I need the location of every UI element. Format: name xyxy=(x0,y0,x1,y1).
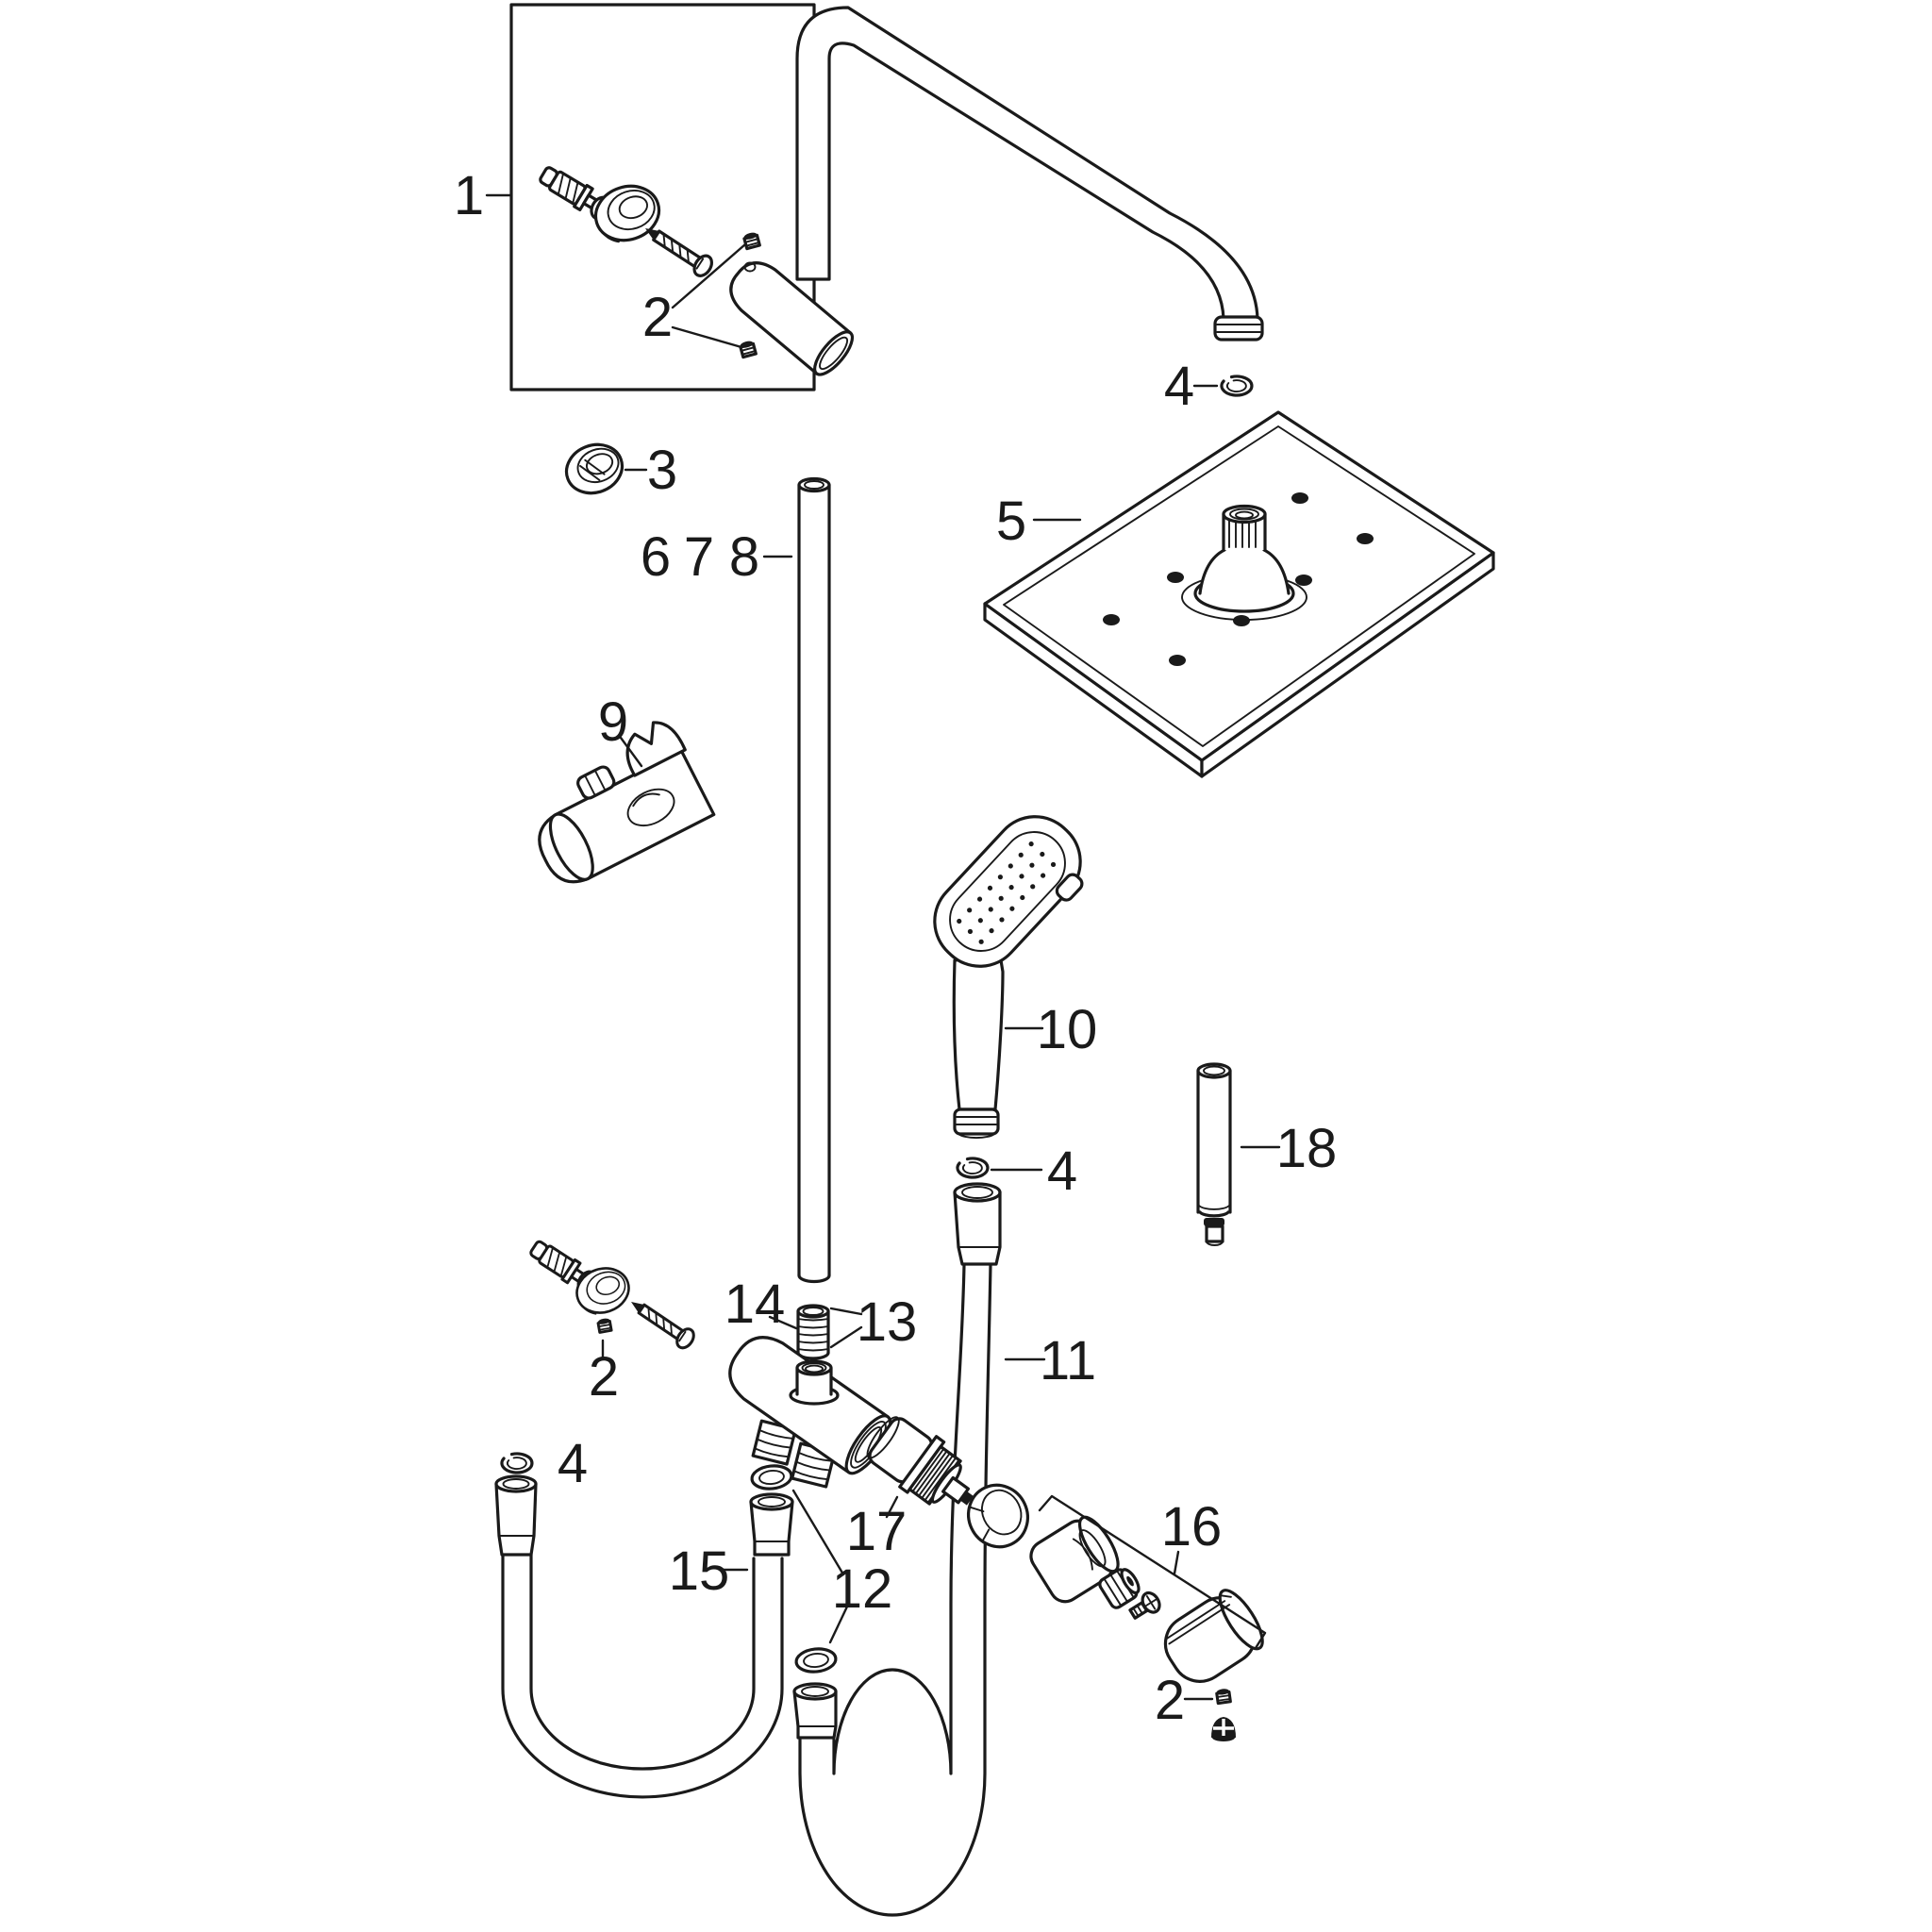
mounting-screw-bottom xyxy=(624,1291,699,1353)
hose15-gasket-4 xyxy=(500,1452,534,1474)
callout-16: 16 xyxy=(1161,1496,1223,1557)
plate-connector xyxy=(1222,504,1267,552)
callout-6: 6 xyxy=(641,526,671,588)
callout-18: 18 xyxy=(1276,1118,1338,1179)
callout-9: 9 xyxy=(598,691,628,753)
callout-13: 13 xyxy=(857,1291,918,1353)
hose-end-nut xyxy=(792,1682,838,1740)
leader-14 xyxy=(768,1315,798,1330)
leader-13 xyxy=(829,1307,863,1349)
arm-thread-end xyxy=(1213,315,1264,341)
handshower-head xyxy=(933,815,1084,968)
leader-12 xyxy=(791,1489,849,1644)
set-screw-bottom xyxy=(595,1316,613,1334)
handshower-handle xyxy=(952,953,1005,1140)
handle-screw xyxy=(1128,1591,1161,1620)
callout-4-hose15: 4 xyxy=(558,1433,588,1494)
select-button xyxy=(1055,873,1084,902)
callout-15: 15 xyxy=(669,1541,730,1602)
wall-bracket xyxy=(729,261,855,376)
callout-4-arm: 4 xyxy=(1164,356,1194,417)
leader-9 xyxy=(619,736,643,768)
callout-3: 3 xyxy=(647,440,677,501)
valve-gasket-upper-12 xyxy=(749,1462,794,1492)
callout-14: 14 xyxy=(724,1274,786,1335)
leader-2-top xyxy=(671,242,747,349)
callout-10: 10 xyxy=(1037,999,1098,1060)
callout-17: 17 xyxy=(846,1501,908,1562)
shower-arm xyxy=(795,6,1264,341)
callout-2-bottom: 2 xyxy=(1155,1670,1185,1731)
callout-2-top: 2 xyxy=(642,287,673,348)
riser-pipe xyxy=(797,476,831,1284)
set-screw-lower xyxy=(738,338,758,359)
valve-gasket-lower-12 xyxy=(793,1645,839,1675)
hose-gasket-4 xyxy=(956,1157,990,1179)
callout-12: 12 xyxy=(832,1558,893,1620)
callout-8: 8 xyxy=(729,526,759,588)
handle-ring-nut xyxy=(1029,1515,1120,1604)
hose-top-nut xyxy=(953,1182,1002,1266)
connection-hose-15 xyxy=(494,1474,794,1799)
valve-cartridge-17 xyxy=(866,1416,974,1506)
retaining-ring-3 xyxy=(564,442,625,495)
handle-knob xyxy=(1163,1589,1264,1683)
leader-17 xyxy=(885,1495,899,1519)
leader-16-bracket xyxy=(1038,1494,1267,1650)
holder-hook xyxy=(625,721,687,777)
connector-nipple-13-14 xyxy=(796,1304,830,1360)
plate-spray-nozzles xyxy=(1103,492,1374,666)
set-screw-upper xyxy=(741,229,761,251)
cap-nut xyxy=(1210,1717,1237,1743)
spray-face-dots xyxy=(957,841,1057,944)
callout-11: 11 xyxy=(1040,1330,1096,1391)
extension-pipe-18 xyxy=(1196,1062,1232,1246)
callout-2-mid: 2 xyxy=(589,1346,619,1407)
callout-1: 1 xyxy=(454,165,484,226)
shower-hose-11 xyxy=(792,1182,1002,1917)
valve-top-port xyxy=(789,1359,840,1406)
hose15-left-nut xyxy=(494,1474,538,1557)
holder-clamp-knob xyxy=(576,765,616,800)
callout-7: 7 xyxy=(684,526,714,588)
leader-lines xyxy=(485,193,1281,1701)
callout-5: 5 xyxy=(996,491,1026,552)
bracket-screw-hole xyxy=(743,261,757,273)
hose15-right-nut xyxy=(749,1492,794,1557)
slider-holder-9 xyxy=(538,721,716,884)
handle-bushing xyxy=(1098,1568,1141,1609)
callout-4-hose: 4 xyxy=(1047,1141,1077,1202)
arm-gasket-4 xyxy=(1220,375,1254,397)
overhead-shower-plate xyxy=(983,410,1495,778)
lock-ring xyxy=(967,1483,1029,1549)
hand-shower xyxy=(933,815,1084,1140)
valve-outlet-stub-a xyxy=(751,1419,797,1466)
callout-labels: 1 2 3 4 5 6 7 8 9 10 4 18 11 14 13 2 4 1… xyxy=(454,165,1337,1731)
handle-set-screw xyxy=(1214,1686,1232,1706)
